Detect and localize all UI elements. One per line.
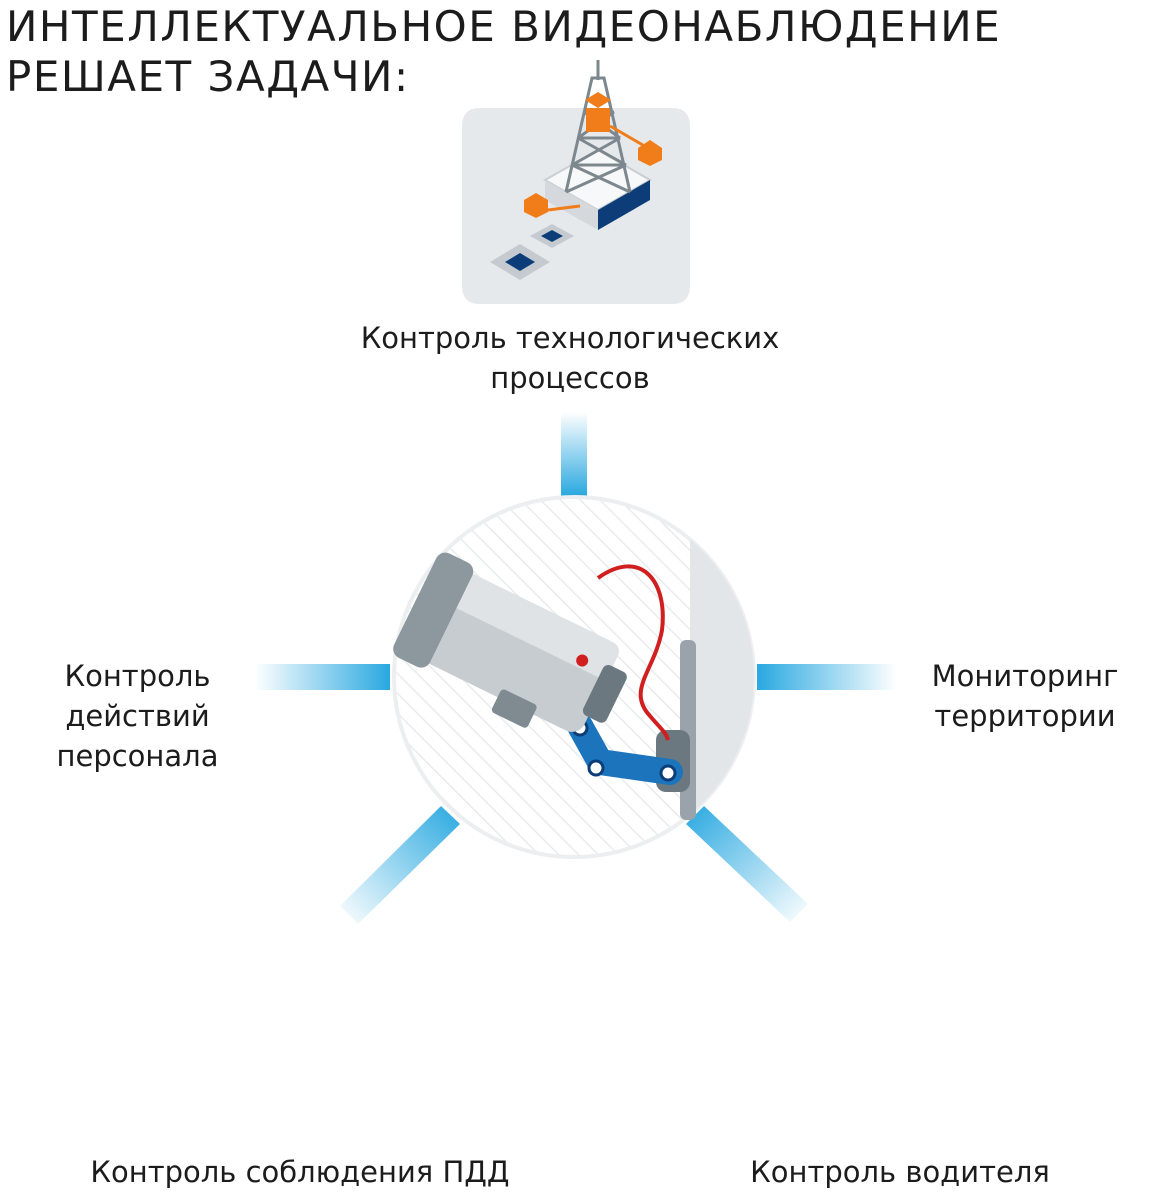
connectors — [255, 412, 897, 924]
label-staff-control: Контроль действий персонала — [10, 656, 265, 776]
label-staff-control-line-3: персонала — [56, 739, 219, 773]
label-traffic-control: Контроль соблюдения ПДД — [40, 1152, 560, 1192]
connector-down-right — [686, 806, 808, 922]
label-staff-control-line-1: Контроль — [64, 659, 211, 693]
label-process-control: Контроль технологических процессов — [330, 318, 810, 398]
label-driver-control-text: Контроль водителя — [750, 1155, 1050, 1189]
security-camera-icon — [392, 495, 756, 859]
connector-right — [757, 664, 897, 690]
label-traffic-control-text: Контроль соблюдения ПДД — [90, 1155, 510, 1189]
label-territory-monitoring: Мониторинг территории — [905, 656, 1145, 736]
page-title-line-2: РЕШАЕТ ЗАДАЧИ: — [6, 52, 410, 101]
label-staff-control-line-2: действий — [65, 699, 210, 733]
page-title-line-1: ИНТЕЛЛЕКТУАЛЬНОЕ ВИДЕОНАБЛЮДЕНИЕ — [6, 2, 1002, 51]
label-territory-monitoring-line-2: территории — [934, 699, 1116, 733]
power-tower-icon — [462, 60, 690, 304]
label-driver-control: Контроль водителя — [715, 1152, 1085, 1192]
connector-up — [561, 412, 587, 496]
label-process-control-line-1: Контроль технологических — [360, 321, 780, 355]
connector-left — [255, 664, 390, 690]
page-title: ИНТЕЛЛЕКТУАЛЬНОЕ ВИДЕОНАБЛЮДЕНИЕ РЕШАЕТ … — [6, 2, 1001, 102]
label-territory-monitoring-line-1: Мониторинг — [931, 659, 1119, 693]
connector-down-left — [340, 806, 460, 924]
label-process-control-line-2: процессов — [490, 361, 650, 395]
